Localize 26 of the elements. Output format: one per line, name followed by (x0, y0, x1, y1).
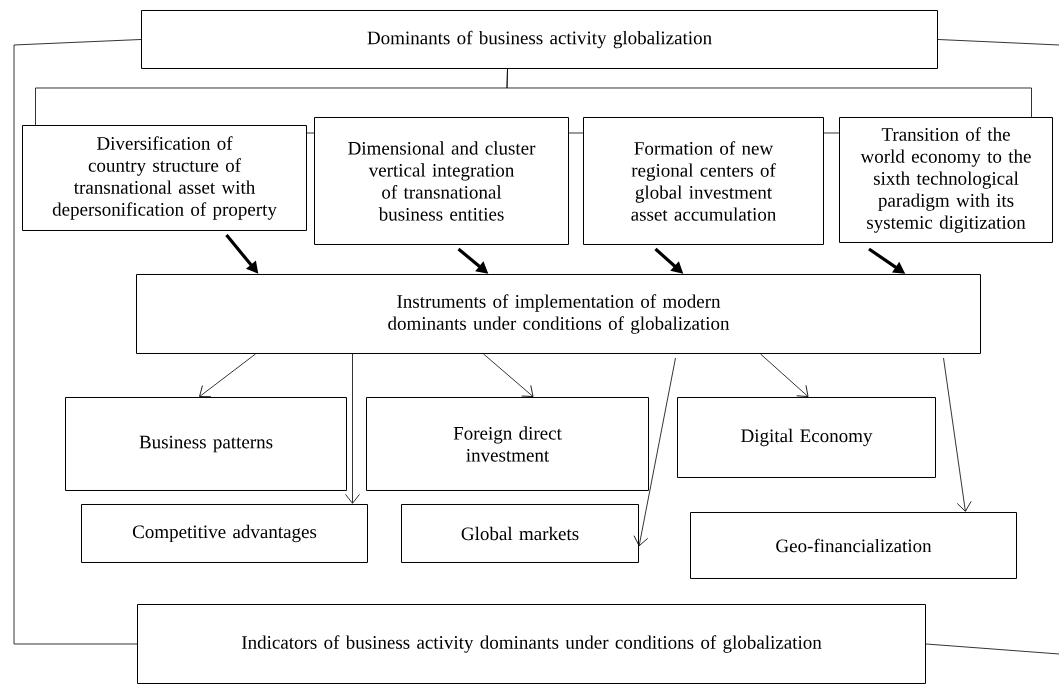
connector-line (13, 39, 142, 645)
connector-line (925, 643, 1059, 655)
instrument-box: Competitive advantages (81, 504, 368, 563)
connector-line (823, 132, 840, 134)
connector-line (568, 132, 584, 134)
connector-line (506, 68, 1032, 118)
instrument-box: Geo-financialization (690, 512, 1017, 579)
instrument-box: Foreign direct investment (366, 397, 649, 491)
instrument-box: Digital Economy (677, 397, 936, 478)
heading-box: Dominants of business activity globalization (141, 10, 938, 69)
arrow (943, 357, 972, 512)
arrow (345, 353, 360, 504)
arrow (633, 357, 676, 547)
arrow (483, 353, 534, 397)
connector-line (937, 39, 1059, 46)
factor-box: Dimensional and cluster vertical integration of transnational business entities (314, 117, 569, 245)
factor-box: Formation of new regional centers of global investment asset accumulation (583, 117, 824, 245)
connector-line (306, 132, 315, 134)
arrow (760, 353, 809, 397)
instrument-box: Global markets (401, 504, 639, 563)
factor-box: Transition of the world economy to the sixth technological paradigm with its systemic digitization (839, 117, 1053, 243)
arrow (199, 353, 256, 398)
factor-box: Diversification of country structure of transnational asset with depersonification of property (22, 125, 307, 231)
indicator-box: Indicators of business activity dominants under conditions of globalization (137, 604, 926, 684)
hub-box: Instruments of implementation of modern dominants under conditions of globalization (136, 274, 981, 354)
instrument-box: Business patterns (65, 397, 347, 491)
